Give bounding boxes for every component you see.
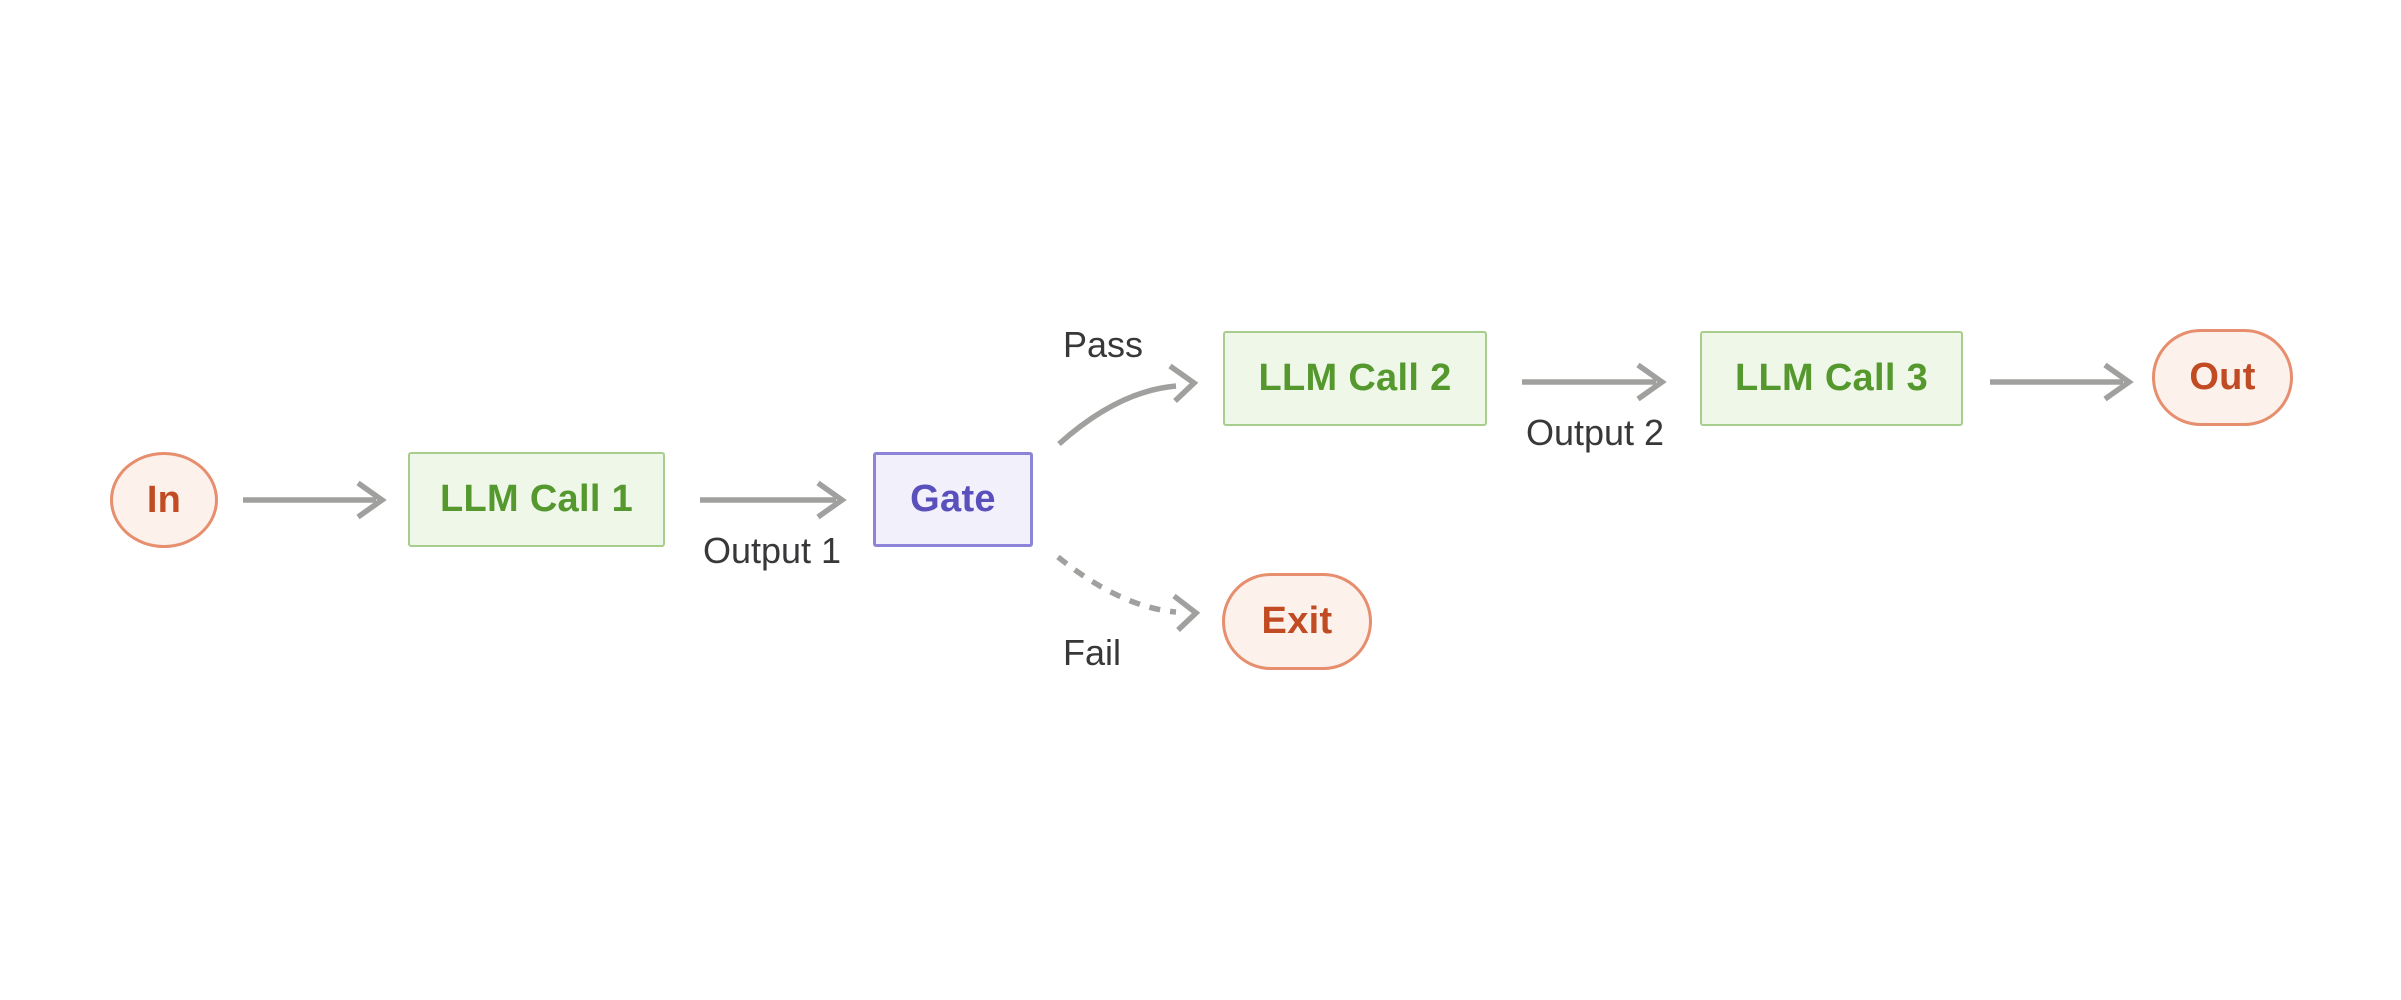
edge-label-output-2: Output 2 (1525, 412, 1665, 453)
node-out: Out (2152, 329, 2293, 426)
edge-curve (1057, 383, 1177, 447)
node-in: In (110, 452, 218, 548)
edge-in-to-llm-call-1 (243, 480, 387, 520)
node-llm-call-2-label: LLM Call 2 (1258, 357, 1452, 399)
arrowhead-icon (1172, 593, 1201, 632)
edge-label-fail: Fail (1062, 632, 1122, 673)
arrowhead-icon (1636, 362, 1667, 402)
arrowhead-icon (356, 480, 387, 520)
arrowhead-icon (1168, 363, 1199, 403)
edge-label-pass: Pass (1062, 324, 1144, 365)
node-llm-call-3: LLM Call 3 (1700, 331, 1963, 426)
arrowhead-icon (816, 480, 847, 520)
node-in-label: In (146, 478, 182, 521)
node-llm-call-2: LLM Call 2 (1223, 331, 1487, 426)
node-exit: Exit (1222, 573, 1372, 670)
edge-llm-call-2-to-llm-call-3 (1522, 362, 1667, 402)
edge-label-output-1: Output 1 (702, 530, 842, 571)
arrowhead-icon (2103, 362, 2134, 402)
edge-gate-to-exit-fail (1056, 554, 1201, 632)
edge-llm-call-3-to-out (1990, 362, 2134, 402)
edge-llm-call-1-to-gate (700, 480, 847, 520)
node-exit-label: Exit (1261, 600, 1333, 642)
node-out-label: Out (2189, 356, 2256, 398)
node-llm-call-1-label: LLM Call 1 (439, 478, 634, 520)
edge-gate-to-llm-call-2-pass (1057, 363, 1199, 447)
edge-curve-dashed (1056, 554, 1177, 615)
node-gate-label: Gate (910, 478, 996, 520)
node-llm-call-3-label: LLM Call 3 (1734, 357, 1929, 399)
node-llm-call-1: LLM Call 1 (408, 452, 665, 547)
node-gate: Gate (873, 452, 1033, 547)
